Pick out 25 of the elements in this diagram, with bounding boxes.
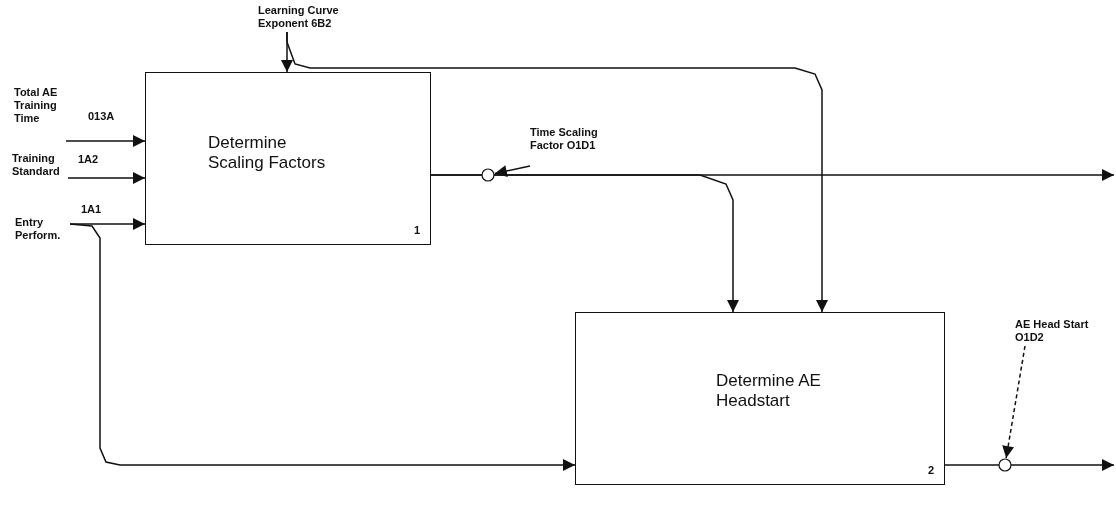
leader-line	[494, 165, 531, 177]
process-title: Determine Scaling Factors	[208, 133, 327, 173]
arrow	[430, 174, 739, 313]
process-number: 1	[413, 224, 420, 236]
junction-circle	[998, 458, 1012, 472]
arrow	[65, 135, 146, 147]
flow-label: Time Scaling Factor O1D1	[530, 126, 610, 166]
leader-line	[1002, 345, 1026, 459]
edge-label: 013A	[87, 110, 116, 122]
flow-label: Entry Perform.	[15, 216, 70, 244]
flow-label: Learning Curve Exponent 6B2	[258, 4, 358, 32]
process-box	[145, 72, 431, 245]
arrow	[67, 172, 146, 184]
flow-label: Total AE Training Time	[14, 86, 66, 126]
flow-label: Training Standard	[12, 152, 68, 180]
process-number: 2	[927, 464, 934, 476]
arrow	[286, 31, 828, 313]
arrow	[944, 459, 1115, 471]
edge-label: 1A1	[80, 203, 103, 215]
arrow	[69, 223, 576, 471]
process-title: Determine AE Headstart	[716, 371, 822, 411]
flow-label: AE Head Start O1D2	[1015, 318, 1095, 346]
process-box	[575, 312, 945, 485]
edge-label: 1A2	[77, 153, 100, 165]
junction-circle	[481, 168, 495, 182]
